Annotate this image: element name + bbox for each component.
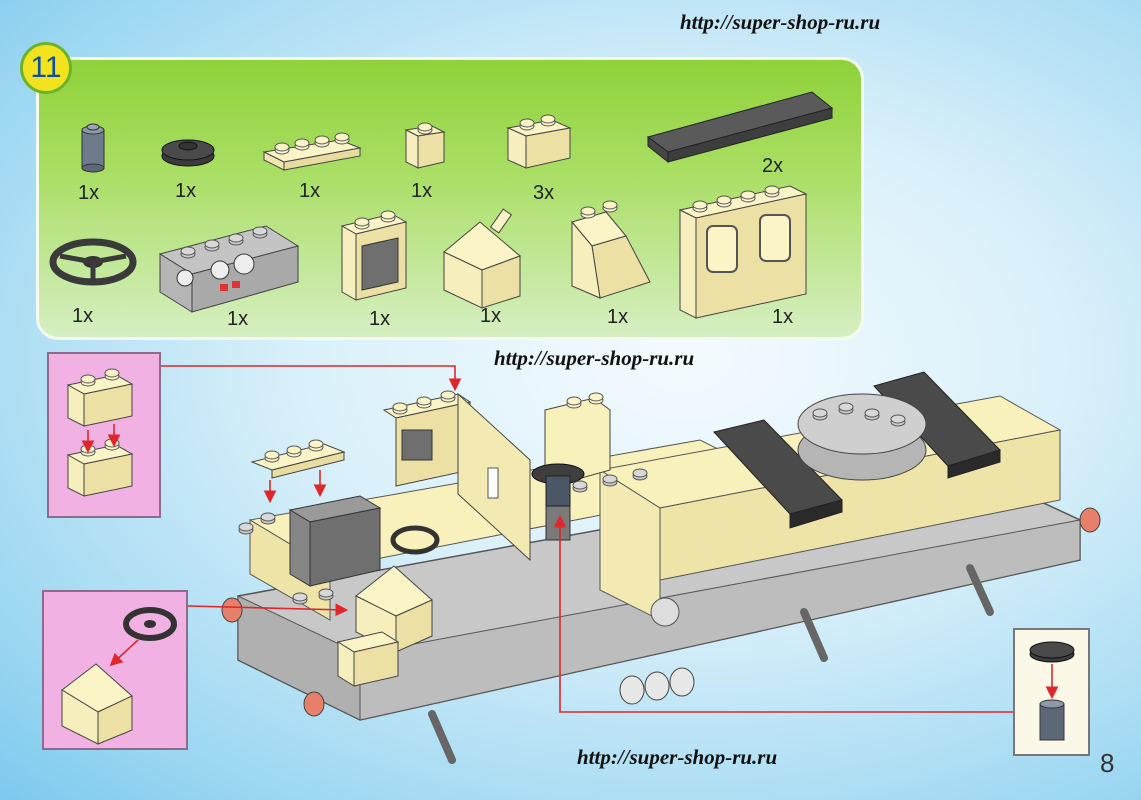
callout-steering-assembly	[42, 590, 188, 750]
qty-plate-1x4: 1x	[299, 180, 321, 202]
qty-control-panel: 1x	[227, 308, 249, 330]
qty-steering-wheel: 1x	[72, 305, 94, 327]
qty-round-brick: 1x	[78, 182, 100, 204]
url-top[interactable]: http://super-shop-ru.ru	[680, 10, 881, 34]
qty-round-plate: 1x	[175, 180, 197, 202]
qty-lever-slope: 1x	[480, 305, 502, 327]
qty-tile-2x6: 2x	[762, 155, 784, 177]
vehicle-model	[221, 371, 1101, 764]
guide-arrows	[81, 365, 1059, 713]
page-number: 8	[1100, 748, 1115, 778]
qty-wall-with-windows: 1x	[772, 306, 794, 328]
step-number-badge: 11	[20, 42, 72, 94]
qty-brick-1x2: 3x	[533, 182, 555, 204]
qty-brick-1x1: 1x	[411, 180, 433, 202]
step-number: 11	[30, 51, 62, 84]
qty-slope-brick: 1x	[607, 306, 629, 328]
parts-list-panel	[36, 57, 864, 340]
url-middle[interactable]: http://super-shop-ru.ru	[494, 346, 695, 370]
url-bottom[interactable]: http://super-shop-ru.ru	[577, 745, 778, 769]
callout-stacked-bricks	[47, 352, 161, 518]
qty-window-frame: 1x	[369, 308, 391, 330]
callout-round-assembly	[1013, 628, 1090, 756]
